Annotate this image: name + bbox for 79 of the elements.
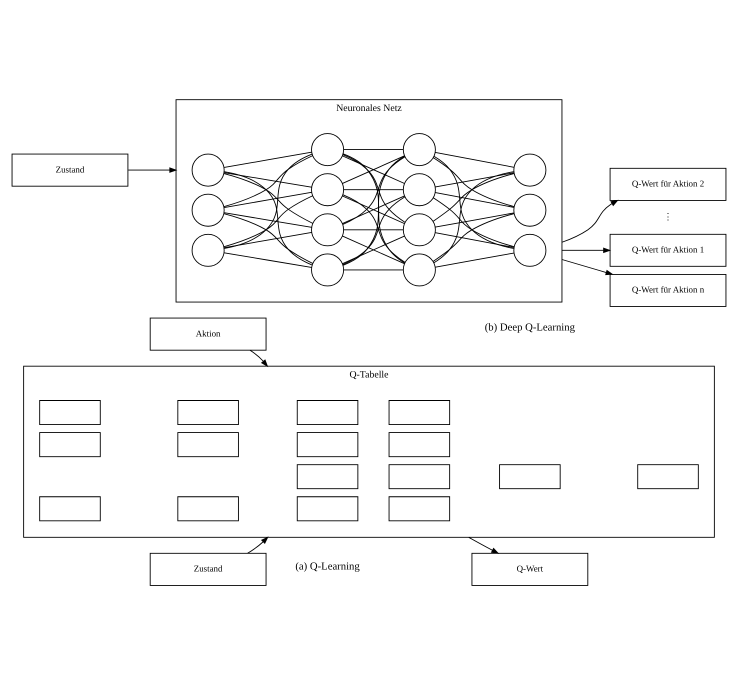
label: (a) Q-Learning	[295, 560, 360, 572]
node-circle	[513, 233, 546, 266]
node-circle	[402, 132, 436, 166]
connector	[224, 153, 312, 248]
node-box: Q-Wert für Aktion 1	[610, 233, 726, 266]
connector	[432, 212, 514, 262]
cluster: Q-Tabelle	[23, 365, 715, 538]
node-box	[499, 464, 561, 489]
arrow	[128, 166, 178, 172]
connector	[434, 155, 514, 248]
connector	[223, 194, 314, 247]
cluster: Neuronales Netz	[176, 98, 562, 302]
node-box	[296, 432, 358, 457]
connector	[433, 156, 515, 207]
connector	[224, 252, 312, 268]
arrow	[468, 536, 500, 554]
node-circle	[311, 132, 344, 166]
connector	[343, 268, 404, 270]
connector	[434, 212, 514, 228]
node-box: Q-Wert	[472, 552, 588, 586]
connector	[343, 148, 404, 150]
node-circle	[402, 172, 436, 206]
connector	[224, 232, 312, 248]
connector	[434, 252, 514, 268]
arrow	[562, 258, 614, 275]
node-circle	[402, 212, 436, 246]
label: ⋮	[664, 211, 673, 222]
connector	[224, 212, 312, 228]
node-box	[296, 464, 358, 489]
node-box: Aktion	[150, 317, 266, 350]
connector	[343, 188, 404, 190]
node-box: Q-Wert für Aktion 2	[610, 167, 726, 200]
connector	[434, 172, 514, 187]
node-circle	[513, 153, 546, 186]
node-box	[177, 432, 239, 457]
connector	[224, 191, 312, 208]
node-circle	[311, 172, 344, 206]
node-circle	[513, 193, 546, 226]
connector	[432, 172, 514, 222]
connector	[224, 172, 312, 188]
connector	[434, 192, 514, 208]
node-box	[388, 496, 450, 521]
node-circle	[192, 233, 225, 266]
connector	[342, 154, 405, 184]
connector	[343, 228, 404, 230]
arrow	[250, 349, 268, 367]
node-box	[39, 432, 101, 457]
node-circle	[192, 153, 225, 186]
node-box: Q-Wert für Aktion n	[610, 273, 726, 306]
node-box	[296, 496, 358, 521]
connector	[224, 151, 312, 168]
connector	[342, 235, 405, 264]
connector	[224, 170, 312, 265]
label: (b) Deep Q-Learning	[484, 321, 575, 334]
arrow	[247, 536, 269, 554]
node-box	[177, 400, 239, 424]
node-box	[637, 464, 699, 489]
node-box	[296, 400, 358, 424]
node-circle	[311, 252, 344, 286]
node-box: Zustand	[150, 552, 266, 586]
node-box: Zustand	[12, 153, 128, 186]
node-box	[39, 400, 101, 424]
connector	[223, 154, 314, 207]
connector	[434, 232, 514, 248]
node-circle	[402, 252, 436, 286]
node-box	[177, 496, 239, 521]
connector	[224, 172, 314, 224]
connector	[434, 152, 514, 168]
connector	[433, 196, 515, 247]
node-circle	[192, 193, 225, 226]
node-circle	[311, 212, 344, 246]
node-box	[388, 432, 450, 457]
arrow	[562, 199, 619, 242]
node-box	[39, 496, 101, 521]
arrow	[562, 247, 612, 253]
node-box	[388, 400, 450, 424]
node-box	[388, 464, 450, 489]
connector	[224, 212, 314, 264]
connector	[434, 170, 514, 263]
